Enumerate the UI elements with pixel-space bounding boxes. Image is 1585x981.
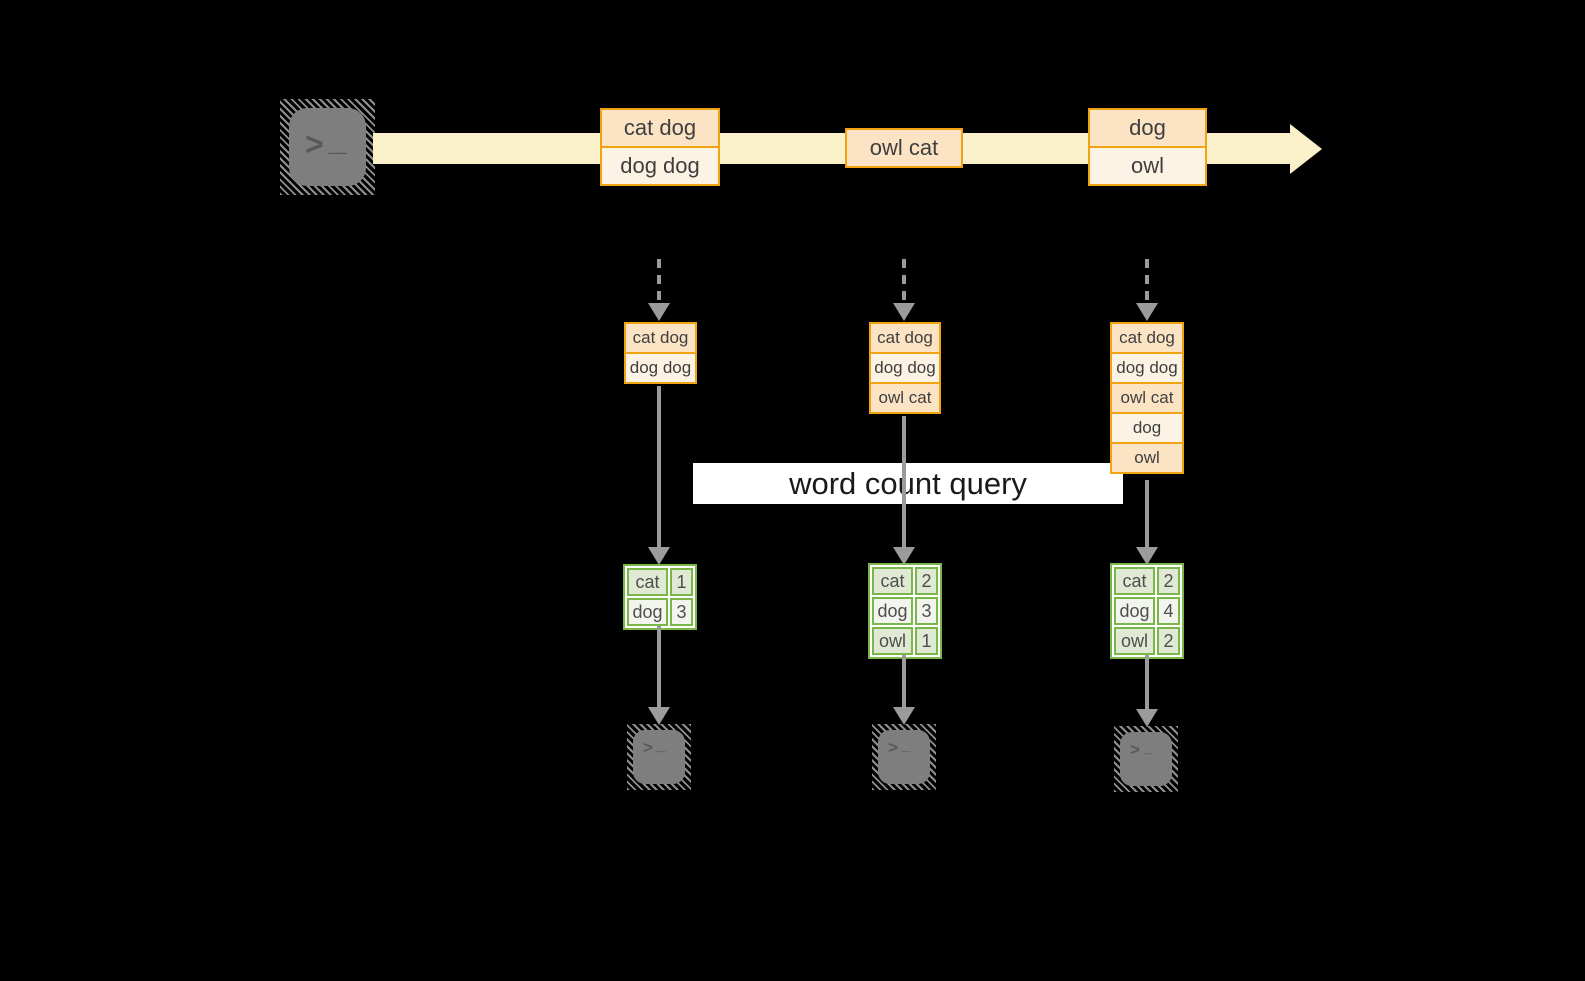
buffer-record: cat dog bbox=[1110, 322, 1184, 354]
stream-batch-2: owl cat bbox=[845, 128, 963, 168]
output-arrow-head-icon bbox=[648, 707, 670, 725]
dashed-arrow-line bbox=[657, 259, 661, 304]
count-cell: 3 bbox=[670, 598, 693, 626]
table-row: cat 1 bbox=[627, 568, 693, 596]
output-arrow-head-icon bbox=[1136, 709, 1158, 727]
word-cell: owl bbox=[1114, 627, 1155, 655]
buffer-record: cat dog bbox=[624, 322, 697, 354]
terminal-output-icon: >_ bbox=[627, 724, 691, 790]
query-arrow-line bbox=[1145, 480, 1149, 548]
table-row: dog 4 bbox=[1114, 597, 1180, 625]
stream-batch-3: dog owl bbox=[1088, 108, 1207, 186]
query-arrow-head-icon bbox=[893, 547, 915, 565]
count-cell: 4 bbox=[1157, 597, 1180, 625]
buffer-record: dog dog bbox=[869, 352, 941, 384]
count-cell: 2 bbox=[915, 567, 938, 595]
buffer-record: owl cat bbox=[1110, 382, 1184, 414]
terminal-body: >_ bbox=[289, 108, 366, 186]
word-cell: cat bbox=[1114, 567, 1155, 595]
count-table-1: cat 1 dog 3 bbox=[623, 564, 697, 630]
count-table-2: cat 2 dog 3 owl 1 bbox=[868, 563, 942, 659]
terminal-body: >_ bbox=[878, 730, 930, 784]
terminal-source-icon: >_ bbox=[280, 99, 375, 195]
count-cell: 1 bbox=[670, 568, 693, 596]
buffer-record: owl cat bbox=[869, 382, 941, 414]
buffer-record: cat dog bbox=[869, 322, 941, 354]
terminal-output-icon: >_ bbox=[872, 724, 936, 790]
terminal-prompt-glyph: >_ bbox=[643, 735, 666, 757]
count-cell: 2 bbox=[1157, 627, 1180, 655]
count-cell: 2 bbox=[1157, 567, 1180, 595]
terminal-output-icon: >_ bbox=[1114, 726, 1178, 792]
output-arrow-line bbox=[1145, 655, 1149, 710]
count-cell: 1 bbox=[915, 627, 938, 655]
table-row: dog 3 bbox=[872, 597, 938, 625]
stream-record: dog dog bbox=[600, 145, 720, 186]
buffer-record: owl bbox=[1110, 442, 1184, 474]
buffer-record: dog bbox=[1110, 412, 1184, 444]
output-arrow-line bbox=[902, 655, 906, 708]
dashed-arrow-head-icon bbox=[893, 303, 915, 321]
output-arrow-line bbox=[657, 626, 661, 708]
terminal-prompt-glyph: >_ bbox=[305, 121, 347, 162]
buffer-record: dog dog bbox=[1110, 352, 1184, 384]
table-row: owl 1 bbox=[872, 627, 938, 655]
table-row: cat 2 bbox=[872, 567, 938, 595]
query-arrow-line bbox=[902, 416, 906, 548]
word-cell: dog bbox=[872, 597, 913, 625]
table-row: cat 2 bbox=[1114, 567, 1180, 595]
buffer-stack-2: cat dog dog dog owl cat bbox=[869, 322, 941, 414]
table-row: owl 2 bbox=[1114, 627, 1180, 655]
terminal-body: >_ bbox=[1120, 732, 1172, 786]
stream-batch-1: cat dog dog dog bbox=[600, 108, 720, 186]
dashed-arrow-line bbox=[902, 259, 906, 304]
stream-record: owl cat bbox=[845, 128, 963, 168]
stream-record: cat dog bbox=[600, 108, 720, 148]
word-cell: owl bbox=[872, 627, 913, 655]
word-cell: cat bbox=[627, 568, 668, 596]
word-cell: dog bbox=[627, 598, 668, 626]
dashed-arrow-head-icon bbox=[1136, 303, 1158, 321]
buffer-record: dog dog bbox=[624, 352, 697, 384]
word-cell: cat bbox=[872, 567, 913, 595]
stream-record: owl bbox=[1088, 145, 1207, 186]
query-arrow-head-icon bbox=[648, 547, 670, 565]
word-count-query-banner: word count query bbox=[693, 463, 1123, 504]
stream-arrow-head-icon bbox=[1290, 124, 1322, 174]
query-arrow-line bbox=[657, 386, 661, 548]
word-cell: dog bbox=[1114, 597, 1155, 625]
terminal-body: >_ bbox=[633, 730, 685, 784]
buffer-stack-1: cat dog dog dog bbox=[624, 322, 697, 384]
dashed-arrow-line bbox=[1145, 259, 1149, 304]
table-row: dog 3 bbox=[627, 598, 693, 626]
buffer-stack-3: cat dog dog dog owl cat dog owl bbox=[1110, 322, 1184, 474]
count-cell: 3 bbox=[915, 597, 938, 625]
query-arrow-head-icon bbox=[1136, 547, 1158, 565]
count-table-3: cat 2 dog 4 owl 2 bbox=[1110, 563, 1184, 659]
output-arrow-head-icon bbox=[893, 707, 915, 725]
stream-record: dog bbox=[1088, 108, 1207, 148]
terminal-prompt-glyph: >_ bbox=[1130, 737, 1153, 759]
terminal-prompt-glyph: >_ bbox=[888, 735, 911, 757]
dashed-arrow-head-icon bbox=[648, 303, 670, 321]
